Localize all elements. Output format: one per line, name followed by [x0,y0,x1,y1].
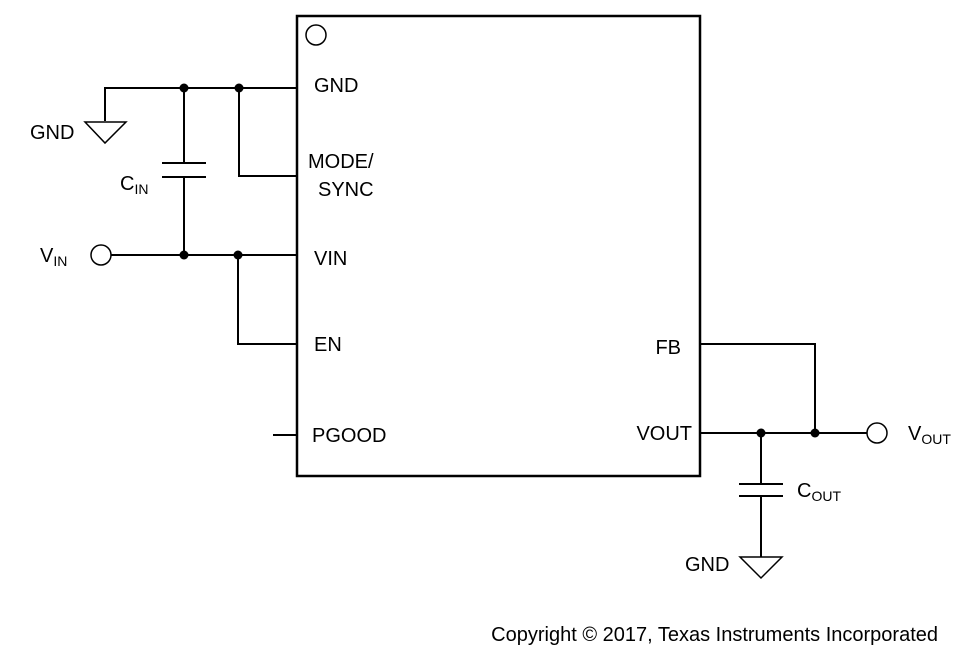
vout-terminal [866,422,888,444]
pin-en-label: EN [314,334,342,356]
gnd-net-wire [104,87,297,121]
junction-dot [179,83,189,93]
vin-terminal [90,244,112,266]
pin-fb-label: FB [655,337,681,359]
ground-label-left: GND [30,122,74,144]
pin-vout-label: VOUT [636,423,692,445]
pin-mode-label: MODE/ [308,151,374,173]
junction-dot [810,428,820,438]
pin-vin-label: VIN [314,248,347,270]
pin-gnd-label: GND [314,75,358,97]
cin-label: CIN [120,173,148,197]
pin1-marker [305,24,327,46]
ground-symbol-bottom [738,556,784,580]
ic-package [295,14,702,478]
junction-dot [234,83,244,93]
mode-sync-wire [238,88,297,177]
ground-label-bottom: GND [685,554,729,576]
copyright-text: Copyright © 2017, Texas Instruments Inco… [491,624,938,646]
cout-label: COUT [797,480,841,504]
junction-dot [756,428,766,438]
fb-wire [700,343,816,433]
vout-port-label: VOUT [908,423,951,447]
ground-symbol-left [83,121,128,145]
pin-sync-label: SYNC [318,179,374,201]
junction-dot [233,250,243,260]
pin-pgood-label: PGOOD [312,425,386,447]
vin-port-label: VIN [40,245,67,269]
en-wire [237,255,297,345]
junction-dot [179,250,189,260]
